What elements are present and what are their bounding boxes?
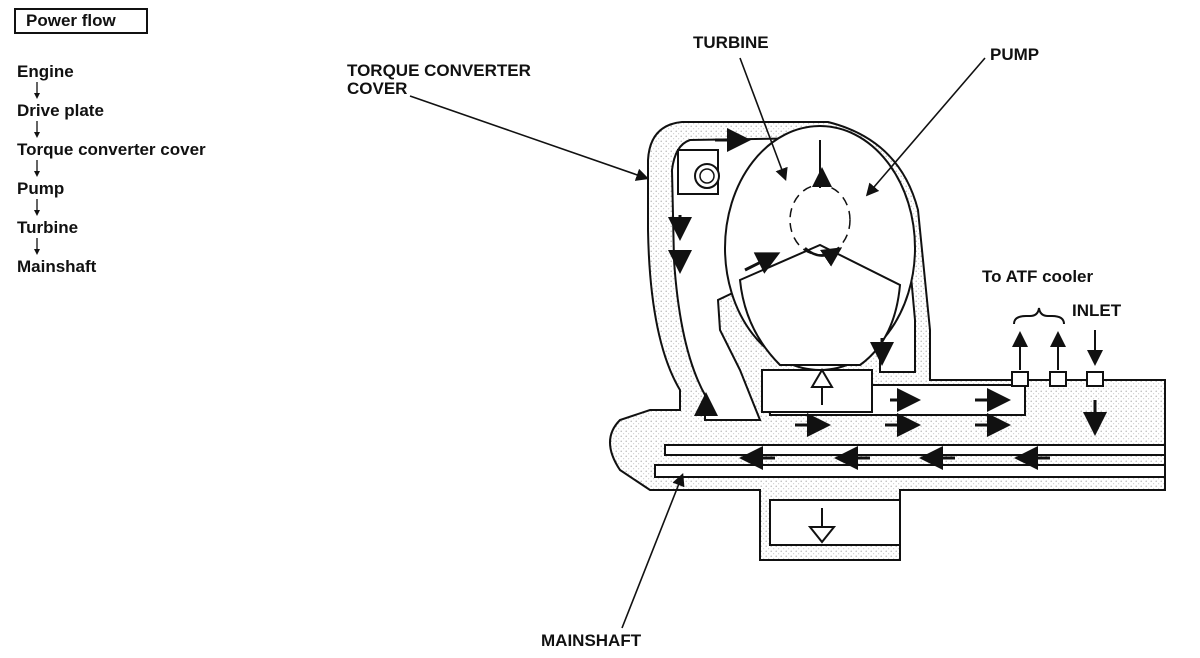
down-arrow-icon: [17, 159, 57, 179]
leader-lines: [409, 57, 986, 629]
power-flow-list: Engine Drive plate Torque converter cove…: [17, 62, 267, 276]
cover-bolt: [677, 149, 720, 195]
turbine-pump-body: [724, 125, 916, 371]
down-arrow-icon: [17, 237, 57, 257]
flow-step-torque-converter-cover: Torque converter cover: [17, 140, 206, 159]
label-line: COVER: [347, 79, 408, 98]
down-arrow-icon: [17, 120, 57, 140]
flow-step-engine: Engine: [17, 62, 74, 81]
label-turbine: TURBINE: [693, 33, 769, 52]
down-arrow-icon: [17, 81, 57, 101]
flow-step-turbine: Turbine: [17, 218, 79, 237]
label-pump: PUMP: [990, 45, 1040, 64]
label-to-atf-cooler: To ATF cooler: [982, 267, 1094, 286]
label-mainshaft: MAINSHAFT: [541, 631, 642, 650]
label-line: TORQUE CONVERTER: [347, 61, 531, 80]
flow-arrows: [668, 128, 1107, 470]
down-arrow-icon: [17, 198, 57, 218]
flow-step-pump: Pump: [17, 179, 65, 198]
atf-cooler-ports: [1011, 307, 1104, 387]
power-flow-title: Power flow: [14, 8, 148, 34]
flow-step-mainshaft: Mainshaft: [17, 257, 97, 276]
flow-step-drive-plate: Drive plate: [17, 101, 104, 120]
label-inlet: INLET: [1072, 301, 1122, 320]
stator-arrows: [761, 368, 901, 546]
label-torque-converter-cover: TORQUE CONVERTER COVER: [347, 62, 531, 98]
